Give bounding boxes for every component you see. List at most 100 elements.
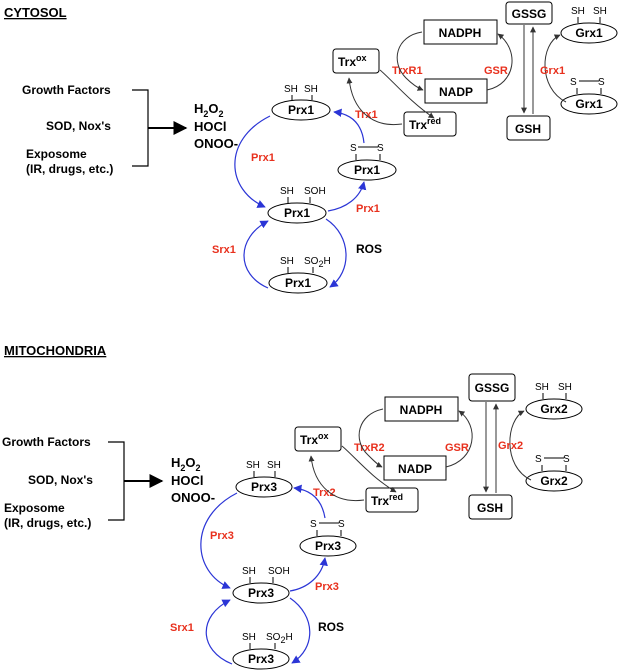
section-heading: MITOCHONDRIA (4, 343, 107, 358)
trx-oxidized-box: Trxox (332, 48, 380, 74)
gsh-box: GSH (468, 494, 513, 520)
enzyme-label-gsr: GSR (484, 65, 508, 77)
enzyme-label-trxr: TrxR1 (392, 65, 423, 77)
svg-text:Trxox: Trxox (338, 53, 367, 69)
srx-reduction-arrow (205, 599, 233, 665)
enzyme-label-grx: Grx1 (540, 65, 565, 77)
svg-text:Prx3: Prx3 (315, 539, 341, 553)
prx-reduced: Prx3 SH SH (235, 460, 293, 498)
input-growth-factors: Growth Factors (22, 83, 111, 97)
prx-condensation-arrow (327, 181, 367, 212)
hyperoxidation-arrow (325, 218, 347, 288)
svg-text:GSSG: GSSG (512, 7, 547, 21)
trx-recycle-arrow (308, 455, 365, 502)
prx-disulfide: Prx3 S S (299, 519, 357, 557)
svg-text:Grx1: Grx1 (575, 26, 603, 40)
ros-label: ROS (356, 242, 382, 256)
svg-text:SH: SH (280, 186, 294, 197)
svg-text:GSH: GSH (477, 501, 503, 515)
svg-text:Grx1: Grx1 (575, 97, 603, 111)
enzyme-label-prx-condensation: Prx1 (356, 203, 380, 215)
input-growth-factors: Growth Factors (2, 435, 91, 449)
svg-text:Trxred: Trxred (409, 116, 441, 132)
svg-text:Trxred: Trxred (371, 492, 403, 508)
prx-sulfinic: Prx1 SH SO2H (268, 256, 331, 294)
svg-text:Prx3: Prx3 (251, 480, 277, 494)
svg-text:S: S (598, 77, 605, 88)
svg-text:SH: SH (535, 382, 549, 393)
nadp-box: NADP (424, 78, 488, 104)
oxidant-h2o2: H2O2 (194, 101, 224, 119)
svg-text:GSSG: GSSG (475, 381, 510, 395)
grx-cycle-arrow (544, 34, 567, 103)
prx-condensation-arrow (289, 557, 328, 592)
svg-text:SH: SH (267, 460, 281, 471)
enzyme-label-gsr: GSR (445, 442, 469, 454)
svg-text:S: S (377, 143, 384, 154)
prx-sulfenic: Prx3 SH SOH (232, 566, 290, 604)
enzyme-label-prx-oxidation: Prx3 (210, 530, 234, 542)
enzyme-label-srx: Srx1 (212, 244, 236, 256)
prx-disulfide: Prx1 S S (337, 143, 397, 181)
nadph-box: NADPH (384, 396, 459, 422)
svg-text:SH: SH (284, 84, 298, 95)
svg-text:SH: SH (304, 84, 318, 95)
svg-text:SH: SH (593, 6, 607, 17)
svg-text:S: S (563, 454, 570, 465)
svg-text:GSH: GSH (515, 122, 541, 136)
svg-text:NADP: NADP (398, 462, 432, 476)
svg-text:SH: SH (280, 256, 294, 267)
svg-text:SOH: SOH (268, 566, 290, 577)
svg-text:Grx2: Grx2 (540, 474, 568, 488)
prx-oxidation-arrow (200, 492, 238, 589)
grx-reduced: Grx2 SH SH (525, 382, 583, 420)
trx-oxidized-box: Trxox (294, 426, 342, 452)
input-bracket (108, 441, 125, 521)
input-bracket (132, 89, 149, 167)
svg-text:NADPH: NADPH (439, 26, 482, 40)
trx-recycle-arrow (346, 77, 403, 126)
ros-label: ROS (318, 620, 344, 634)
oxidant-h2o2: H2O2 (171, 455, 201, 473)
nadph-to-nadp-arrow (358, 408, 384, 468)
enzyme-label-trxr: TrxR2 (354, 442, 385, 454)
input-exposome-detail: (IR, drugs, etc.) (4, 516, 91, 530)
enzyme-label-trx: Trx2 (313, 487, 336, 499)
prx-reduced: Prx1 SH SH (271, 84, 331, 121)
enzyme-label-prx-oxidation: Prx1 (251, 152, 275, 164)
trx-reduced-box: Trxred (365, 487, 419, 513)
svg-text:Prx1: Prx1 (354, 163, 380, 177)
oxidant-hocl: HOCl (194, 119, 227, 134)
prx-oxidation-arrow (234, 115, 271, 208)
oxidant-hocl: HOCl (171, 473, 204, 488)
trxr-arc (341, 445, 397, 493)
prx-sulfenic: Prx1 SH SOH (267, 186, 327, 224)
svg-text:SO2H: SO2H (304, 256, 331, 269)
gssg-box: GSSG (468, 373, 516, 402)
input-exposome-detail: (IR, drugs, etc.) (26, 162, 113, 176)
svg-text:NADPH: NADPH (400, 403, 443, 417)
grx-reduced: Grx1 SH SH (560, 6, 618, 44)
enzyme-label-srx: Srx1 (170, 622, 194, 634)
svg-text:SO2H: SO2H (266, 632, 293, 645)
trxr-arc (379, 69, 435, 119)
gsr-arc (445, 410, 473, 468)
trx-reduced-box: Trxred (403, 111, 457, 137)
mitochondria-section: MITOCHONDRIA Growth Factors SOD, Nox's E… (2, 343, 583, 670)
svg-text:Prx3: Prx3 (248, 652, 274, 666)
hyperoxidation-arrow (289, 597, 311, 664)
section-heading: CYTOSOL (4, 5, 67, 20)
svg-text:S: S (535, 454, 542, 465)
srx-reduction-arrow (243, 220, 269, 289)
svg-text:S: S (310, 519, 317, 530)
svg-text:Grx2: Grx2 (540, 402, 568, 416)
nadph-to-nadp-arrow (396, 31, 424, 91)
svg-text:Prx1: Prx1 (288, 103, 314, 117)
trx-reduction-arrow (293, 484, 326, 519)
svg-text:SH: SH (242, 632, 256, 643)
enzyme-label-prx-condensation: Prx3 (315, 581, 339, 593)
svg-text:SH: SH (571, 6, 585, 17)
svg-text:SOH: SOH (304, 186, 326, 197)
gsh-box: GSH (506, 115, 551, 141)
